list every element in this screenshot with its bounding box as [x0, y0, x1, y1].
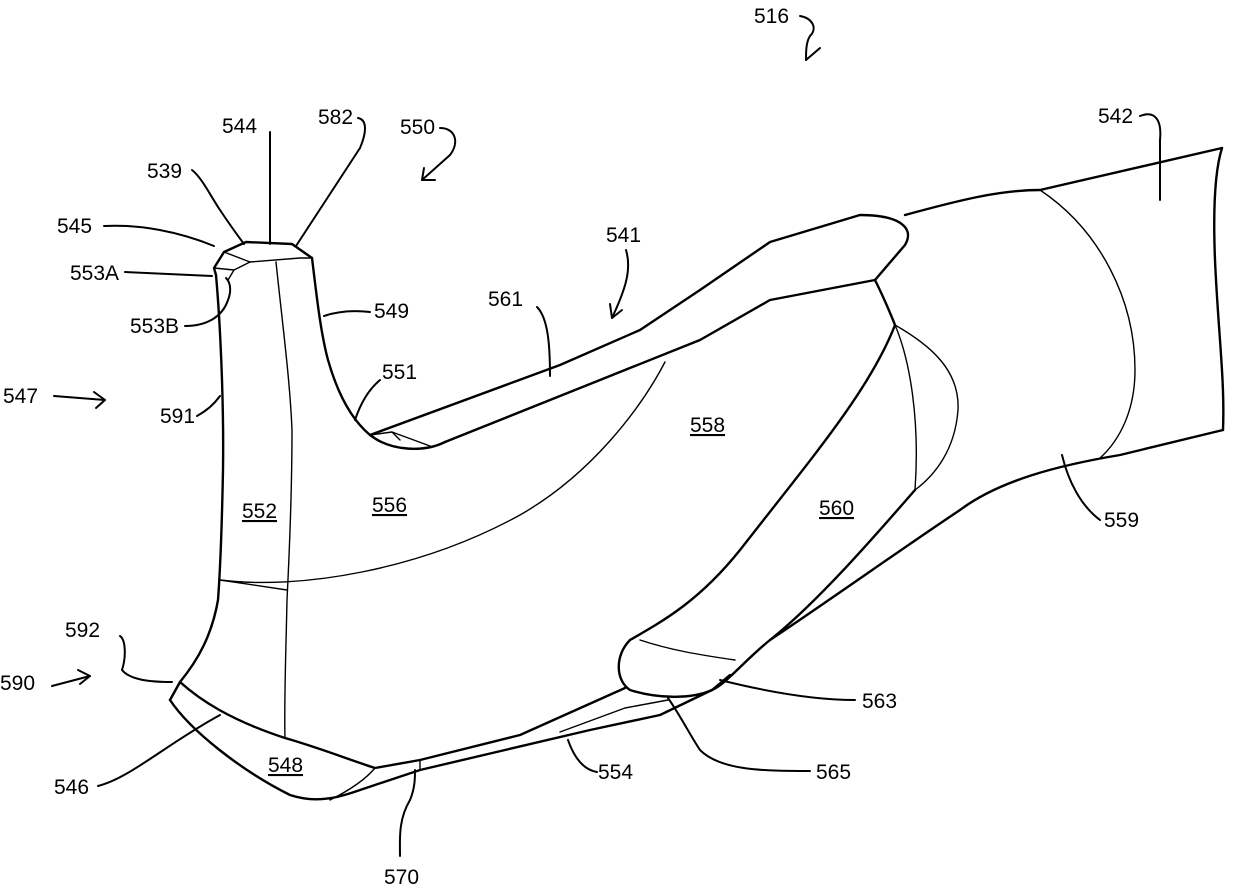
- label-556: 556: [372, 494, 407, 517]
- label-542: 542: [1098, 105, 1133, 128]
- label-559: 559: [1104, 509, 1139, 532]
- label-591: 591: [160, 405, 195, 428]
- label-560: 560: [819, 497, 854, 520]
- label-563: 563: [862, 690, 897, 713]
- label-582: 582: [318, 106, 353, 129]
- label-550: 550: [400, 116, 435, 139]
- label-547: 547: [3, 385, 38, 408]
- label-549: 549: [374, 300, 409, 323]
- label-561: 561: [488, 288, 523, 311]
- component-outline: [170, 148, 1223, 800]
- label-570: 570: [384, 866, 419, 889]
- leader-lines: [52, 16, 1160, 856]
- label-592: 592: [65, 619, 100, 642]
- label-552: 552: [242, 500, 277, 523]
- label-548: 548: [268, 754, 303, 777]
- label-590: 590: [0, 672, 35, 695]
- label-553a: 553A: [70, 262, 119, 285]
- label-516: 516: [754, 5, 789, 28]
- label-553b: 553B: [130, 315, 179, 338]
- reference-numerals: 516 542 544 582 550 539 545 553A 553B 54…: [0, 5, 1139, 889]
- label-544: 544: [222, 115, 257, 138]
- label-546: 546: [54, 776, 89, 799]
- label-554: 554: [598, 761, 633, 784]
- label-541: 541: [606, 224, 641, 247]
- label-539: 539: [147, 160, 182, 183]
- label-558: 558: [690, 414, 725, 437]
- label-565: 565: [816, 761, 851, 784]
- label-545: 545: [57, 215, 92, 238]
- label-551: 551: [382, 361, 417, 384]
